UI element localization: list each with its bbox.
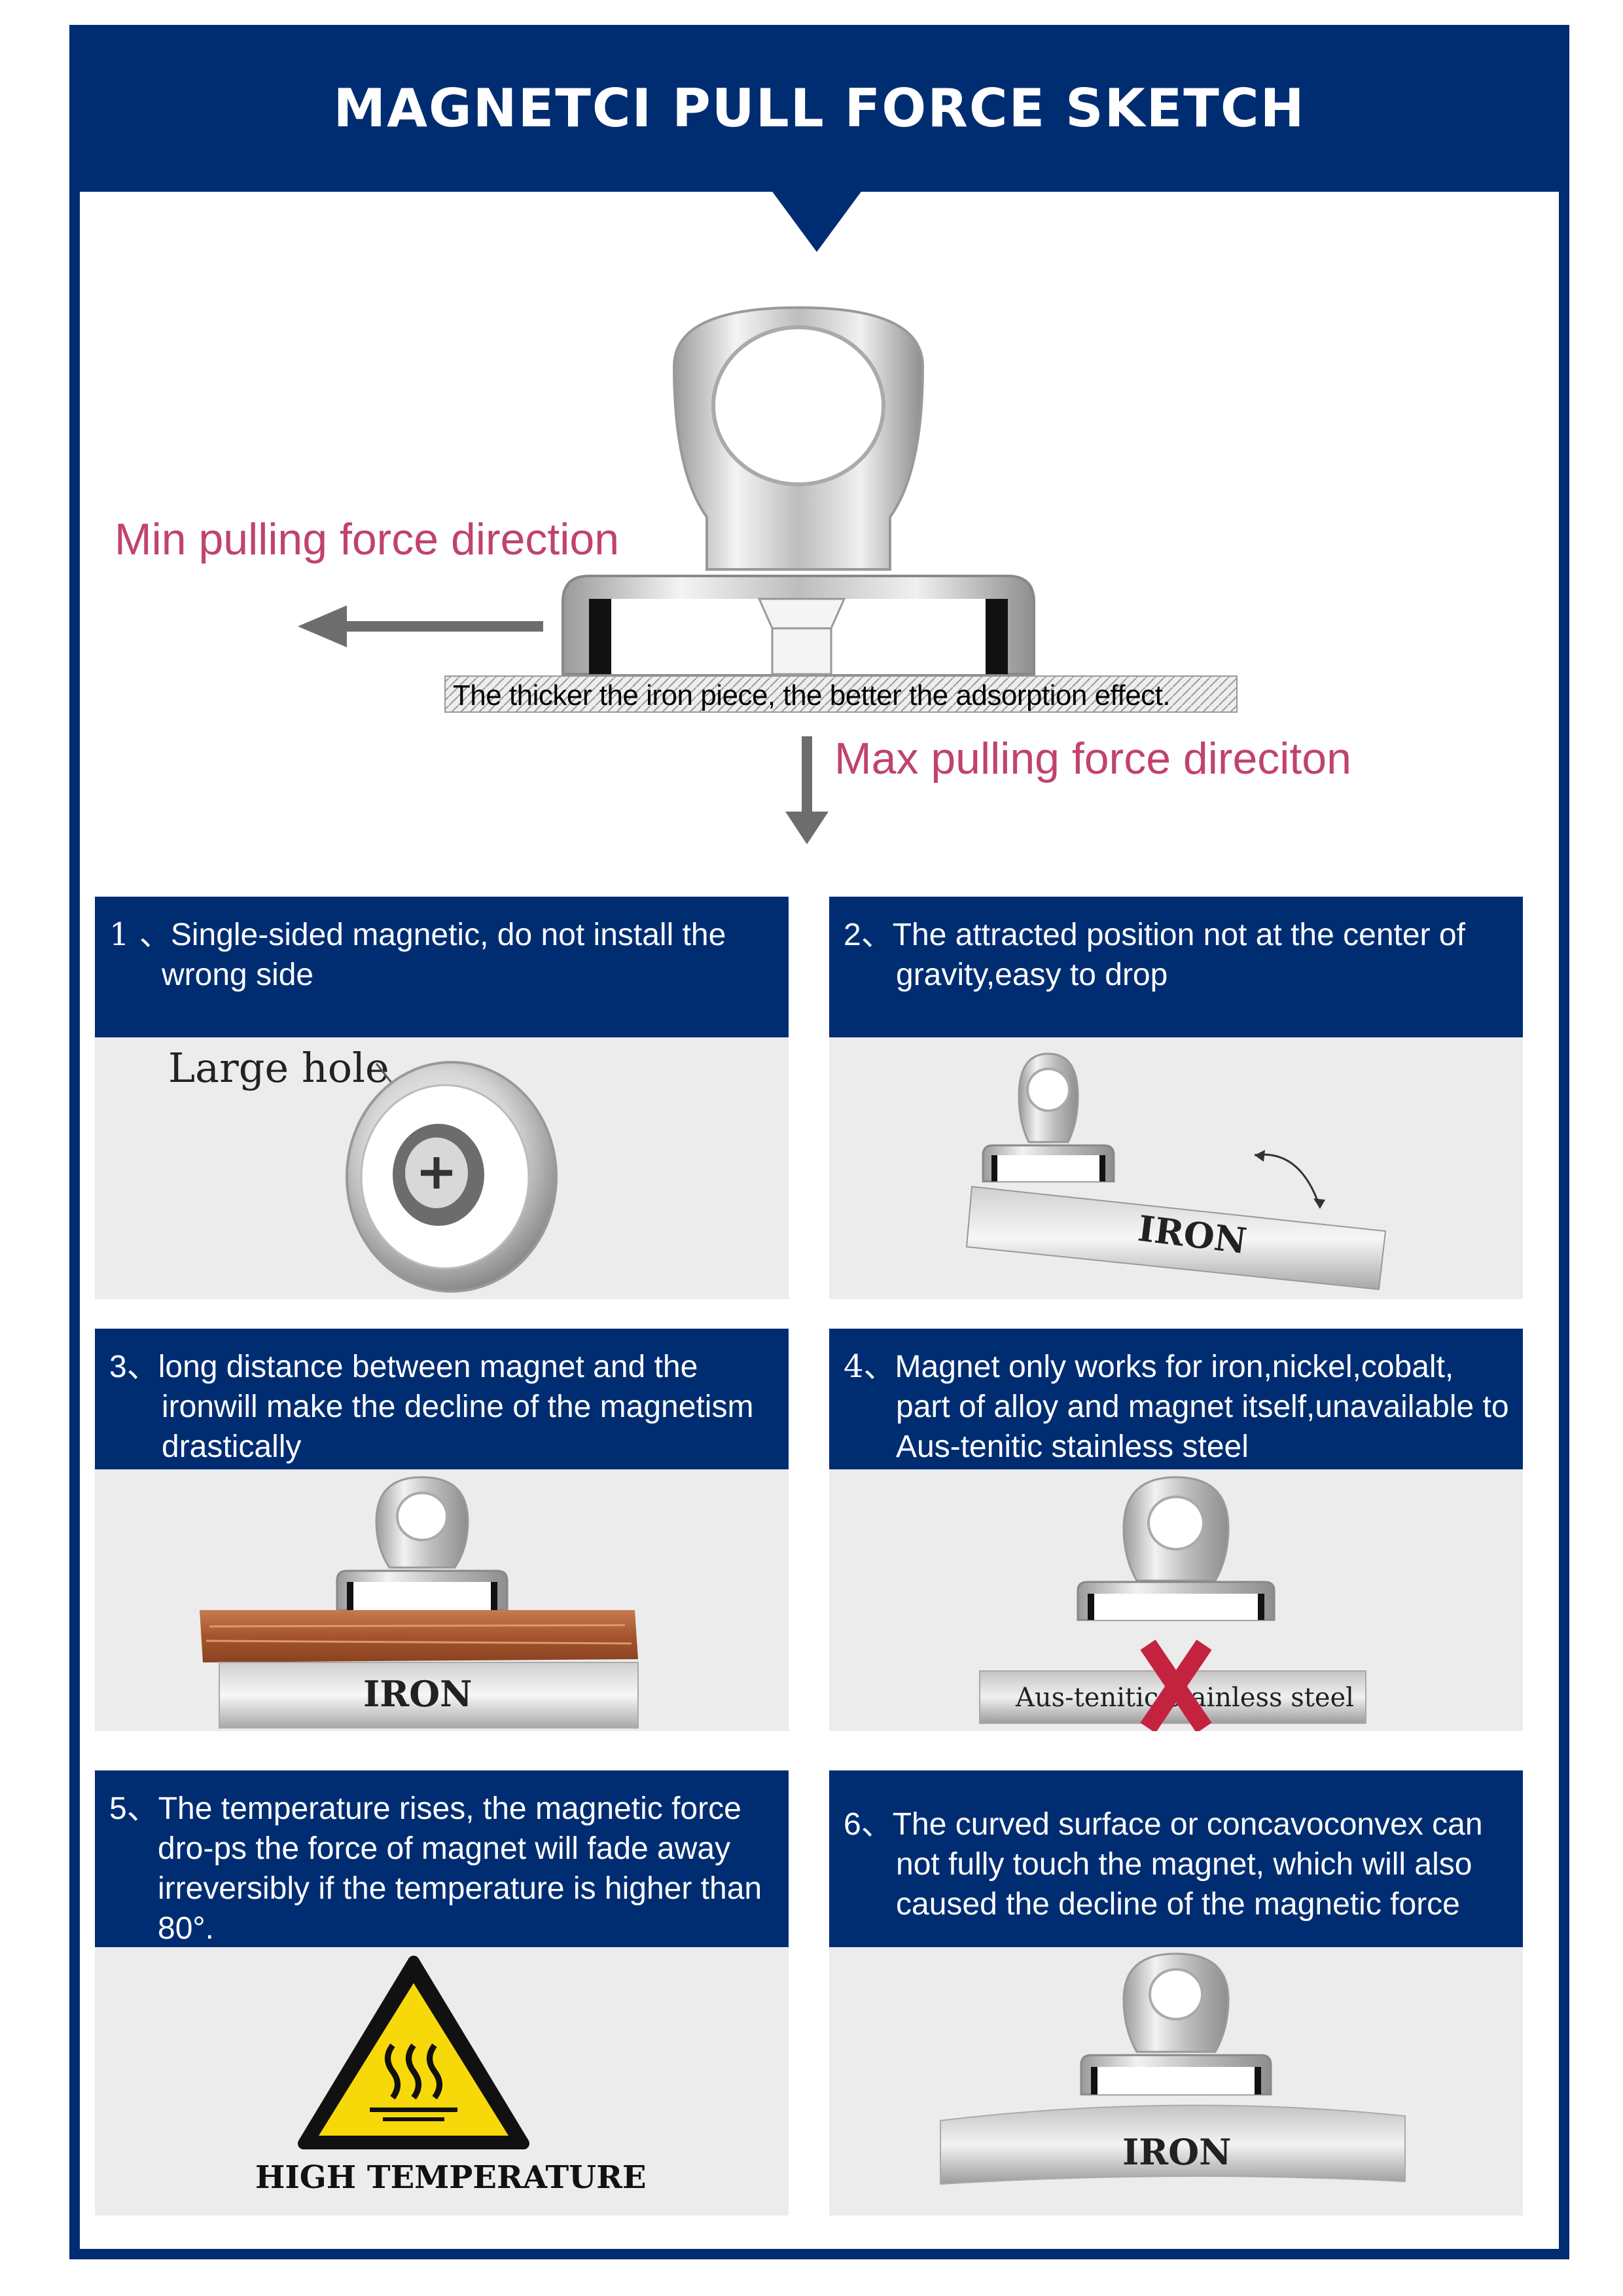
panel-4-header: 4、Magnet only works for iron,nickel,coba… <box>829 1329 1523 1469</box>
eye-hole <box>711 325 885 486</box>
panel-1-image: Large hole <box>95 1037 789 1299</box>
panel-5-text: The temperature rises, the magnetic forc… <box>158 1791 762 1946</box>
page-title: MAGNETCI PULL FORCE SKETCH <box>333 78 1306 139</box>
magnet-core-right <box>986 599 1008 674</box>
panel-2-header: 2、The attracted position not at the cent… <box>829 897 1523 1037</box>
panel-1-header: 1 、Single-sided magnetic, do not install… <box>95 897 789 1037</box>
panel-6-header: 6、The curved surface or concavoconvex ca… <box>829 1770 1523 1947</box>
max-force-arrow <box>785 736 829 844</box>
panel-3-text: long distance between magnet and the iro… <box>158 1350 754 1464</box>
panel-1-text: Single-sided magnetic, do not install th… <box>162 918 726 992</box>
high-temperature-sign: HIGH TEMPERATURE <box>255 1956 647 2196</box>
stainless-drawing: Aus-tenitic stainless steel <box>979 1476 1366 1731</box>
min-force-arrow <box>298 605 543 647</box>
tilted-iron-drawing: IRON <box>965 1052 1387 1291</box>
panel-1-number: 1 、 <box>109 916 171 953</box>
wood-gap-drawing: IRON <box>200 1476 639 1729</box>
panel-4-image: Aus-tenitic stainless steel <box>829 1469 1523 1731</box>
panel-3-number: 3、 <box>109 1350 158 1384</box>
countersink <box>757 598 846 675</box>
panel-3-header: 3、long distance between magnet and the i… <box>95 1329 789 1469</box>
magnet-core-left <box>589 599 611 674</box>
page-frame <box>69 25 1569 2259</box>
panel-6-number: 6、 <box>844 1807 893 1842</box>
panel-2-number: 2、 <box>844 918 893 952</box>
pot-magnet-front <box>346 1061 558 1293</box>
iron-label-curved: IRON <box>1122 2131 1232 2173</box>
red-cross-icon <box>1140 1640 1212 1731</box>
panel-4-number: 4、 <box>844 1348 895 1385</box>
iron-plate <box>444 675 1238 713</box>
panel-5-number: 5、 <box>109 1791 158 1826</box>
panel-2-text: The attracted position not at the center… <box>892 918 1465 992</box>
high-temperature-label: HIGH TEMPERATURE <box>255 2159 647 2196</box>
iron-label-wood: IRON <box>363 1673 473 1715</box>
panel-4-text: Magnet only works for iron,nickel,cobalt… <box>895 1350 1509 1464</box>
panel-5-image: HIGH TEMPERATURE <box>95 1947 789 2215</box>
panel-6-image: IRON <box>829 1947 1523 2215</box>
header-banner <box>69 25 1569 192</box>
main-sketch <box>298 306 1238 844</box>
min-force-label: Min pulling force direction <box>115 514 620 564</box>
large-hole-label: Large hole <box>168 1044 389 1092</box>
header-notch <box>771 190 863 252</box>
curved-surface-drawing: IRON <box>940 1952 1406 2185</box>
warning-triangle-icon <box>298 1956 529 2149</box>
panel-2-image: IRON <box>829 1037 1523 1299</box>
max-force-label: Max pulling force direciton <box>834 734 1351 783</box>
panel-3-image: IRON <box>95 1469 789 1731</box>
panel-6-text: The curved surface or concavoconvex can … <box>892 1807 1483 1922</box>
panel-5-header: 5、The temperature rises, the magnetic fo… <box>95 1770 789 1947</box>
plate-caption: The thicker the iron piece, the better t… <box>452 679 1171 711</box>
